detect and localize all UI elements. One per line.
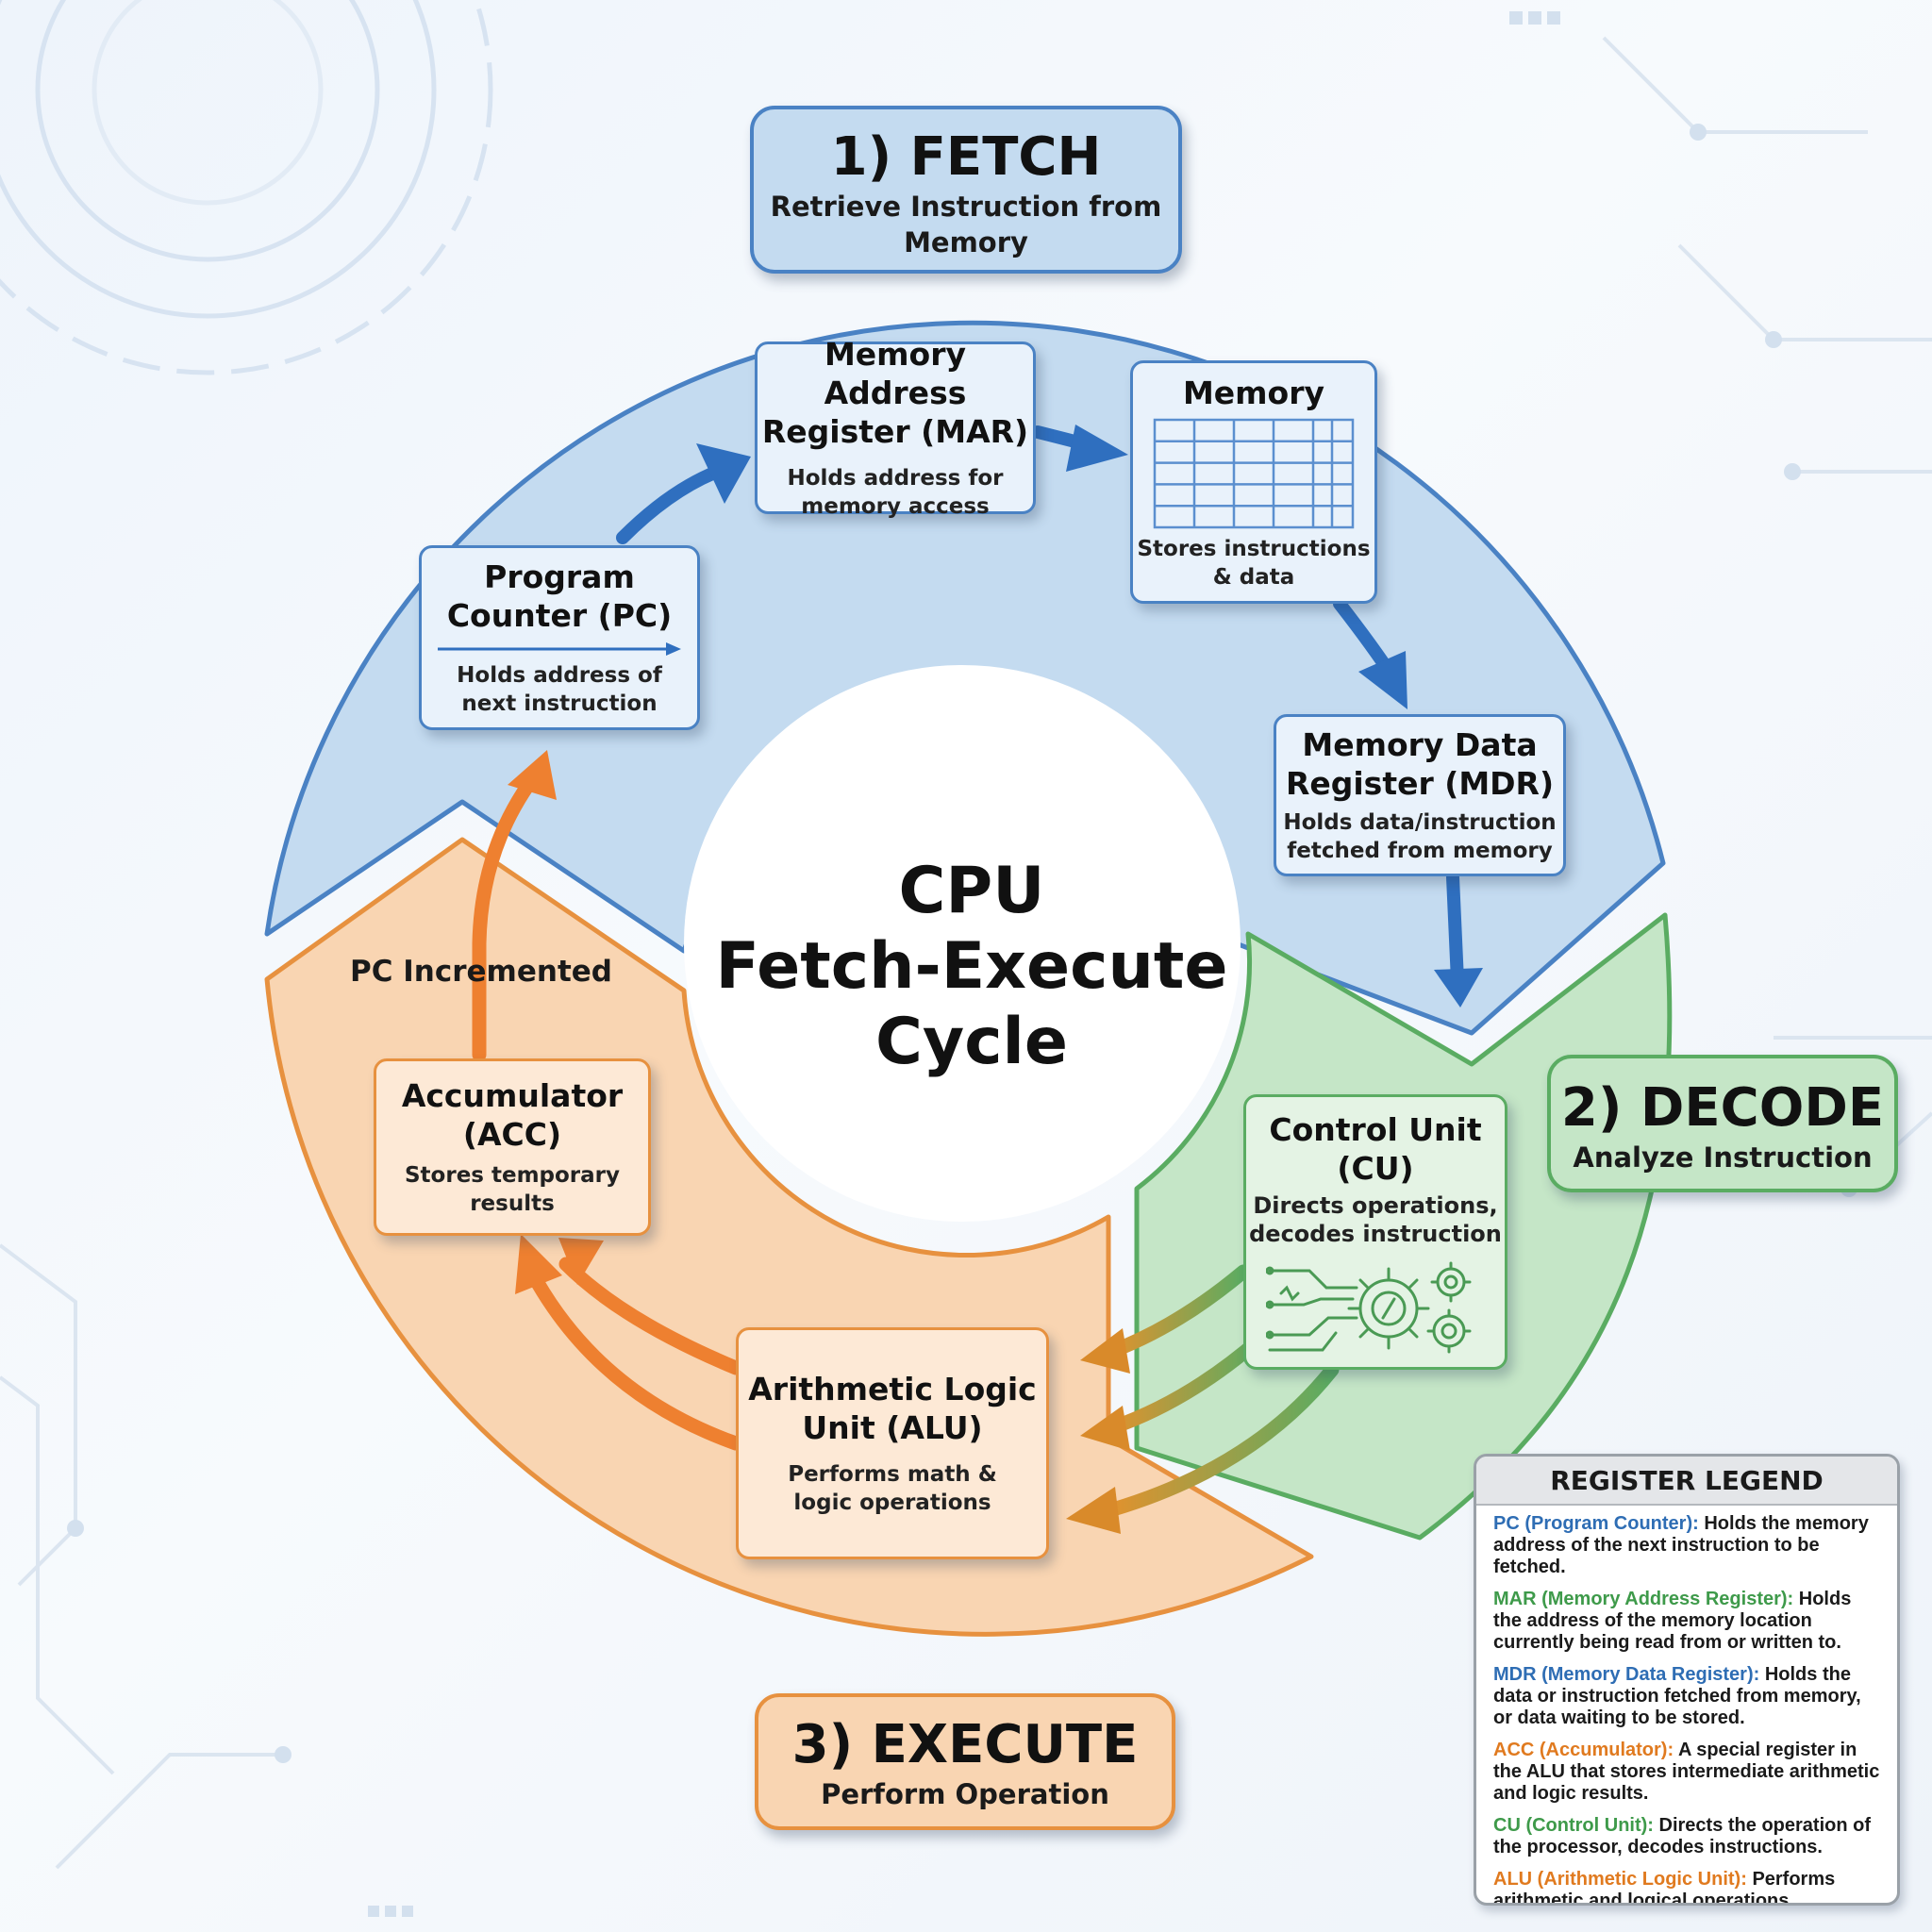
acc-title-line-1: Accumulator	[401, 1077, 624, 1114]
decode-subtitle: Analyze Instruction	[1573, 1141, 1873, 1174]
arrow-memory-to-mdr	[1358, 651, 1407, 709]
pc-incremented-label: PC Incremented	[350, 955, 612, 989]
legend-item-cu: CU (Control Unit): Directs the operation…	[1493, 1815, 1884, 1858]
mdr-desc-line-2: fetched from memory	[1287, 839, 1553, 863]
legend-item-alu: ALU (Arithmetic Logic Unit): Performs ar…	[1493, 1869, 1884, 1906]
legend-text: Holds the data or instruction fetched fr…	[1493, 1664, 1861, 1728]
execute-sector	[264, 837, 1314, 1637]
legend-item-mar: MAR (Memory Address Register): Holds the…	[1493, 1589, 1884, 1654]
memory-desc-line-1: Stores instructions	[1137, 536, 1371, 561]
acc-title-line-2: (ACC)	[462, 1116, 562, 1153]
center-title-line-3: Cycle	[875, 1005, 1068, 1079]
execute-phase-label: 3) EXECUTE Perform Operation	[755, 1693, 1175, 1830]
mdr-title-line-1: Memory Data	[1302, 726, 1538, 763]
alu-title-line-2: Unit (ALU)	[802, 1409, 983, 1446]
mar-desc-line-1: Holds address for	[787, 466, 1004, 491]
arrow-pc-to-mar	[696, 443, 751, 504]
alu-desc-line-1: Performs math &	[788, 1462, 997, 1487]
legend-text: Holds the memory address of the next ins…	[1493, 1513, 1869, 1577]
legend-term: MAR (Memory Address Register):	[1493, 1589, 1794, 1609]
memory-grid-icon	[1153, 418, 1355, 528]
legend-text: Performs arithmetic and logical operatio…	[1493, 1869, 1836, 1906]
legend-title: REGISTER LEGEND	[1476, 1457, 1897, 1506]
acc-desc-line-1: Stores temporary	[404, 1163, 621, 1188]
accumulator-box: Accumulator (ACC) Stores temporary resul…	[374, 1058, 651, 1236]
decode-title: 2) DECODE	[1560, 1077, 1885, 1139]
center-title-line-1: CPU	[898, 854, 1045, 928]
legend-term: ALU (Arithmetic Logic Unit):	[1493, 1869, 1747, 1890]
execute-title: 3) EXECUTE	[791, 1714, 1139, 1775]
memory-box: Memory Stores instructions & data	[1130, 360, 1377, 604]
memory-title: Memory	[1182, 374, 1325, 411]
legend-term: MDR (Memory Data Register):	[1493, 1664, 1760, 1685]
mdr-box: Memory Data Register (MDR) Holds data/in…	[1274, 714, 1566, 876]
arrow-mar-to-memory	[1066, 425, 1128, 472]
mdr-desc-line-1: Holds data/instruction	[1283, 810, 1557, 835]
legend-text: Directs the operation of the processor, …	[1493, 1815, 1871, 1857]
register-legend: REGISTER LEGEND PC (Program Counter): Ho…	[1474, 1454, 1900, 1906]
pc-desc-line-2: next instruction	[461, 691, 658, 716]
alu-box: Arithmetic Logic Unit (ALU) Performs mat…	[736, 1327, 1049, 1559]
program-counter-box: Program Counter (PC) Holds address of ne…	[419, 545, 700, 730]
legend-text: A special register in the ALU that store…	[1493, 1740, 1880, 1804]
execute-subtitle: Perform Operation	[821, 1778, 1109, 1810]
legend-item-acc: ACC (Accumulator): A special register in…	[1493, 1740, 1884, 1805]
memory-desc-line-2: & data	[1212, 564, 1295, 590]
arrow-acc-to-pc	[508, 750, 557, 800]
legend-item-mdr: MDR (Memory Data Register): Holds the da…	[1493, 1664, 1884, 1729]
legend-text: Holds the address of the memory location…	[1493, 1589, 1852, 1653]
legend-term: PC (Program Counter):	[1493, 1513, 1699, 1534]
mar-box: Memory Address Register (MAR) Holds addr…	[755, 336, 1036, 519]
alu-desc-line-2: logic operations	[793, 1491, 991, 1515]
center-title-line-2: Fetch-Execute	[715, 929, 1228, 1004]
control-unit-box: Control Unit (CU) Directs operations, de…	[1243, 1094, 1507, 1370]
fetch-subtitle-line-1: Retrieve Instruction from	[770, 191, 1162, 223]
center-circle	[684, 665, 1241, 1222]
pc-desc-line-1: Holds address of	[457, 663, 662, 688]
cu-desc-line-2: decodes instruction	[1249, 1221, 1502, 1247]
acc-desc-line-2: results	[470, 1191, 555, 1216]
arrow-cu-to-alu-1	[1080, 1328, 1130, 1374]
arrow-mdr-to-cu	[1434, 968, 1483, 1008]
alu-title-line-1: Arithmetic Logic	[748, 1371, 1037, 1407]
center-title: CPU Fetch-Execute Cycle	[679, 854, 1264, 1080]
fetch-title: 1) FETCH	[830, 126, 1102, 188]
mar-title-line-2: Register (MAR)	[761, 413, 1029, 450]
mar-desc-line-2: memory access	[801, 494, 990, 519]
pc-title-line-2: Counter (PC)	[446, 597, 673, 634]
pc-arrow-icon	[438, 642, 681, 656]
gears-circuit-icon	[1266, 1261, 1472, 1354]
fetch-phase-label: 1) FETCH Retrieve Instruction from Memor…	[750, 106, 1182, 274]
mar-title-line-1: Memory Address	[824, 336, 967, 411]
arrow-cu-to-alu-2	[1080, 1406, 1130, 1451]
legend-item-pc: PC (Program Counter): Holds the memory a…	[1493, 1513, 1884, 1578]
legend-term: CU (Control Unit):	[1493, 1815, 1654, 1836]
arrow-cu-to-alu-3	[1066, 1487, 1121, 1534]
legend-term: ACC (Accumulator):	[1493, 1740, 1674, 1760]
cu-desc-line-1: Directs operations,	[1253, 1192, 1498, 1219]
cu-title-line-1: Control Unit	[1269, 1111, 1482, 1148]
pc-title-line-1: Program	[484, 558, 635, 595]
arrow-alu-to-acc-2	[515, 1234, 562, 1294]
arrow-alu-to-acc-1	[558, 1238, 604, 1285]
mdr-title-line-2: Register (MDR)	[1285, 765, 1555, 802]
decode-phase-label: 2) DECODE Analyze Instruction	[1547, 1055, 1898, 1192]
fetch-subtitle-line-2: Memory	[904, 226, 1028, 258]
cu-title-line-2: (CU)	[1337, 1150, 1414, 1187]
